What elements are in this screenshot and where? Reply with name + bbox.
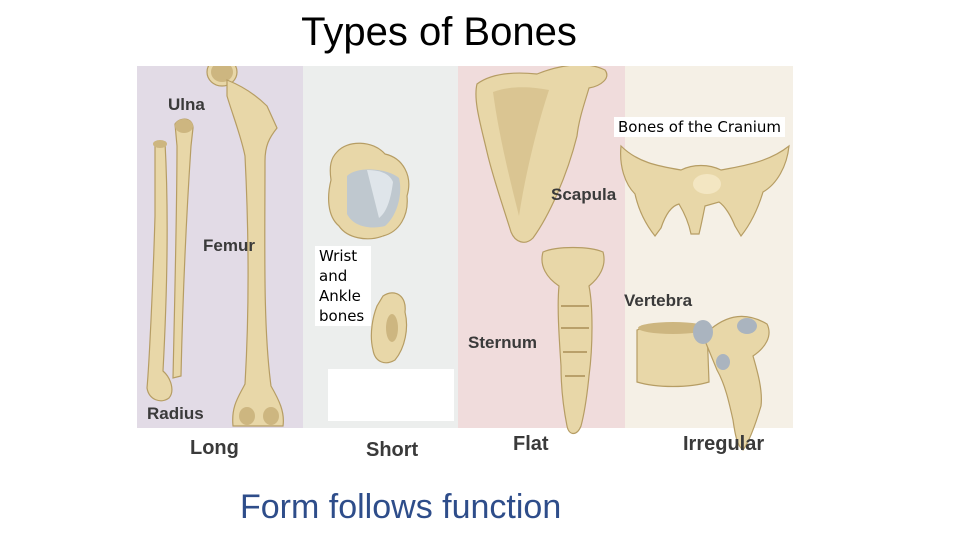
bone-illustrations	[146, 66, 790, 451]
note-wrist-ankle: Wrist and Ankle bones	[315, 246, 371, 326]
note-cranium: Bones of the Cranium	[614, 117, 786, 137]
category-irregular: Irregular	[683, 433, 765, 455]
category-flat: Flat	[513, 433, 549, 455]
blank-box	[328, 369, 454, 421]
note-line: Ankle	[319, 287, 361, 305]
scapula-bone	[475, 66, 608, 243]
label-ulna: Ulna	[168, 95, 205, 114]
label-femur: Femur	[203, 236, 255, 255]
label-radius: Radius	[147, 404, 204, 423]
tarsal-bone	[370, 292, 408, 364]
category-short: Short	[366, 439, 419, 461]
label-sternum: Sternum	[468, 333, 537, 352]
page-title: Types of Bones	[301, 10, 577, 54]
bone-types-figure: Ulna Radius Femur Scapula Sternum Verteb…	[137, 66, 793, 466]
ulna-bone	[172, 118, 194, 379]
note-line: Wrist	[319, 247, 358, 265]
femur-bone	[206, 66, 284, 427]
note-line: bones	[319, 307, 365, 325]
radius-bone	[146, 140, 173, 402]
vertebra-bone	[636, 315, 770, 451]
carpal-bone	[328, 142, 410, 240]
note-line: and	[319, 267, 348, 285]
category-long: Long	[190, 437, 239, 459]
label-vertebra: Vertebra	[624, 291, 693, 310]
sternum-bone	[541, 246, 605, 435]
cranium-bone	[620, 144, 790, 238]
footer-caption: Form follows function	[240, 488, 562, 526]
label-scapula: Scapula	[551, 185, 617, 204]
